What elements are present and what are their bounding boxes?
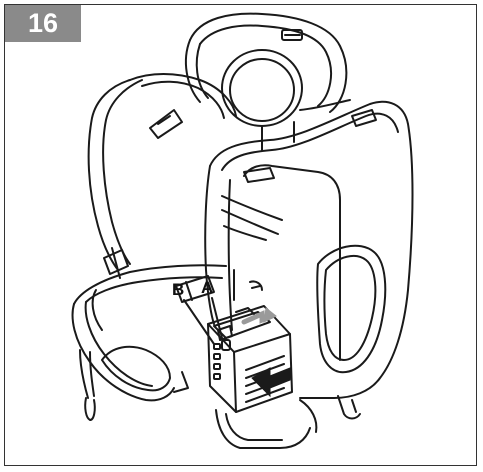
callout-label-b: B [172, 280, 185, 299]
back-panel [204, 99, 414, 399]
hip-belt [71, 264, 227, 421]
callout-leader-a [211, 297, 223, 339]
figure-frame: 16 [4, 4, 477, 466]
shoulder-loop-rear [184, 12, 348, 127]
callout-leader-b [183, 299, 215, 345]
step-number-badge: 16 [5, 5, 81, 42]
base-plate [215, 395, 361, 449]
insert-direction-arrow-icon [241, 307, 291, 398]
callout-label-a: A [201, 278, 214, 297]
shoulder-strap-left [87, 73, 237, 279]
